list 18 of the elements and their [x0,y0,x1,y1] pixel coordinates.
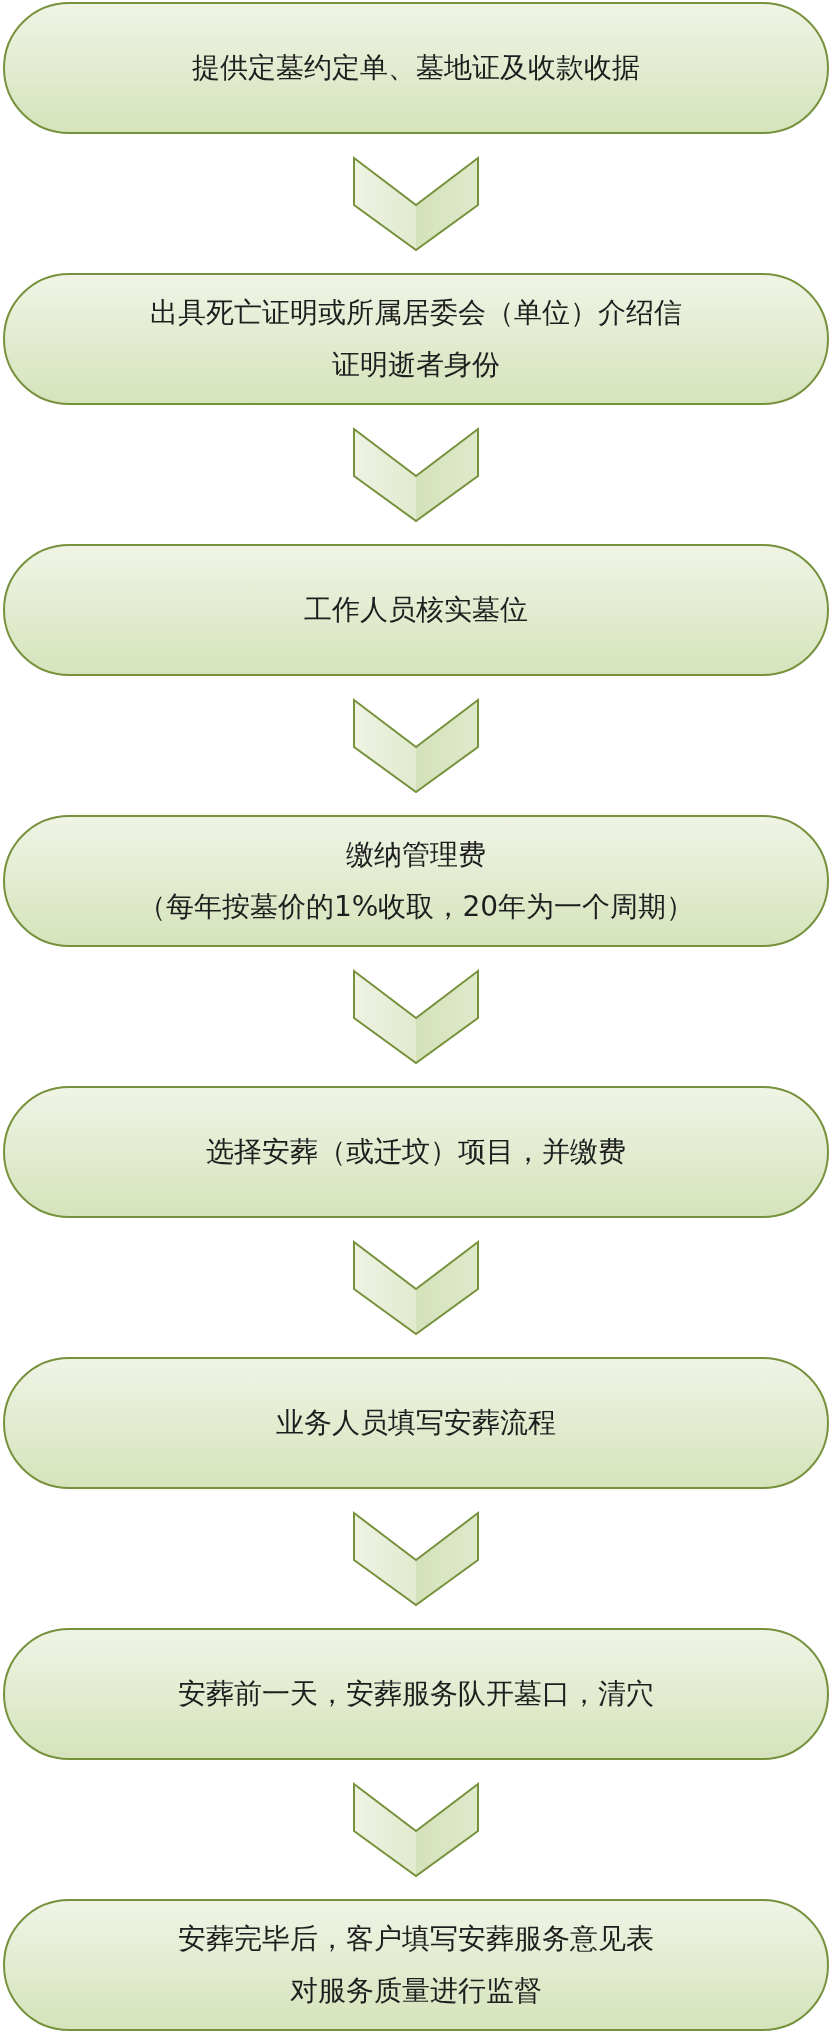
step-text: 业务人员填写安葬流程 [276,1405,556,1441]
chevron-arrow [353,427,479,523]
step-text: 选择安葬（或迁坟）项目，并缴费 [206,1134,626,1170]
chevron-arrow [353,1782,479,1878]
chevron-arrow [353,1511,479,1607]
step-text: 对服务质量进行监督 [290,1973,542,2009]
step-text: 安葬前一天，安葬服务队开墓口，清穴 [178,1676,654,1712]
step-text: 证明逝者身份 [332,347,500,383]
chevron-arrow [353,698,479,794]
step-text: 出具死亡证明或所属居委会（单位）介绍信 [150,295,682,331]
step-text: 缴纳管理费 [346,837,486,873]
step-text: 提供定墓约定单、墓地证及收款收据 [192,50,640,86]
step-text: 安葬完毕后，客户填写安葬服务意见表 [178,1921,654,1957]
chevron-arrow [353,156,479,252]
step-text: 工作人员核实墓位 [304,592,528,628]
chevron-arrow [353,1240,479,1336]
step-text: （每年按墓价的1%收取，20年为一个周期） [137,889,695,925]
chevron-arrow [353,969,479,1065]
